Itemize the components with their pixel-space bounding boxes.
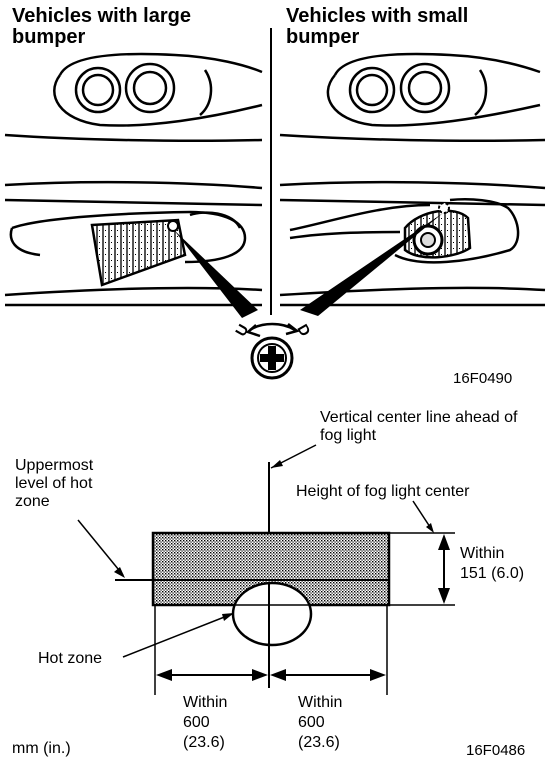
height-within: Within	[460, 545, 505, 562]
hot-zone-ellipse	[231, 581, 313, 647]
units-label: mm (in.)	[12, 740, 71, 757]
right-value-in: (23.6)	[298, 734, 340, 751]
left-value: 600	[183, 714, 210, 731]
height-value: 151 (6.0)	[460, 565, 525, 582]
adjusting-screw	[245, 322, 300, 380]
right-value: 600	[298, 714, 325, 731]
top-figure-code: 16F0490	[453, 370, 513, 387]
hot-zone-leader	[122, 613, 233, 658]
small-bumper-illustration	[279, 52, 546, 307]
large-bumper-heading: Vehicles with large bumper	[12, 5, 191, 48]
left-within: Within	[183, 694, 228, 711]
right-within: Within	[298, 694, 343, 711]
vertical-line-label: Vertical center line ahead of fog light	[320, 409, 518, 444]
bottom-figure-code: 16F0486	[466, 742, 526, 759]
hot-zone-label: Hot zone	[38, 650, 103, 667]
uppermost-label: Uppermost level of hot zone	[15, 457, 94, 510]
height-dimension	[438, 534, 450, 604]
left-value-in: (23.6)	[183, 734, 225, 751]
width-dimension	[154, 605, 388, 695]
height-label: Height of fog light center	[296, 483, 470, 500]
large-bumper-illustration	[4, 52, 263, 307]
small-bumper-fog-lamp	[300, 202, 472, 316]
large-bumper-fog-lamp	[90, 218, 258, 318]
uppermost-leader	[77, 519, 124, 576]
small-bumper-heading: Vehicles with small bumper	[286, 5, 469, 48]
